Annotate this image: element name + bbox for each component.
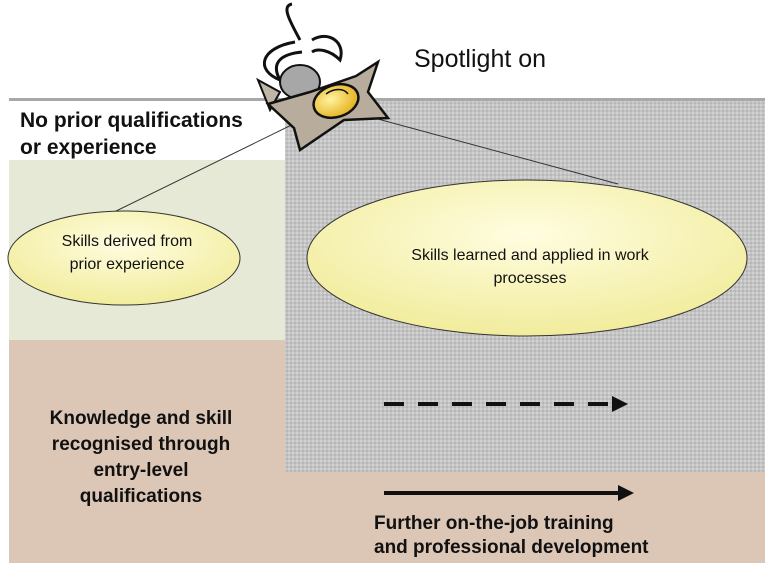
knowledge-line-1: Knowledge and skill [49, 408, 233, 429]
dashed-arrow-right-icon [384, 396, 628, 412]
large-ellipse-label: Skills learned and applied in work proce… [320, 244, 740, 290]
solid-arrow-right-icon [384, 485, 634, 501]
small-ellipse-line-1: Skills derived from [61, 233, 193, 250]
no-prior-line-1: No prior qualifications [20, 109, 243, 132]
small-ellipse-line-2: prior experience [69, 256, 185, 273]
knowledge-label: Knowledge and skill recognised through e… [12, 406, 270, 510]
large-ellipse [306, 179, 748, 337]
small-ellipse-label: Skills derived from prior experience [22, 230, 232, 276]
no-prior-label: No prior qualifications or experience [20, 107, 243, 161]
further-training-label: Further on-the-job training and professi… [374, 512, 649, 560]
beam-line-left [111, 111, 319, 214]
spotlight-icon [256, 2, 391, 153]
knowledge-line-4: qualifications [79, 486, 203, 507]
large-ellipse-line-2: processes [493, 270, 567, 287]
top-left-white-panel [9, 98, 285, 160]
top-gray-strip [9, 98, 765, 101]
beam-line-right [351, 111, 619, 185]
knowledge-line-3: entry-level [93, 460, 189, 481]
further-line-2: and professional development [374, 537, 649, 558]
small-ellipse [7, 210, 241, 306]
diagram-title: Spotlight on [414, 45, 547, 73]
no-prior-line-2: or experience [20, 136, 157, 159]
further-line-1: Further on-the-job training [374, 513, 614, 534]
knowledge-line-2: recognised through [51, 434, 231, 455]
large-ellipse-line-1: Skills learned and applied in work [411, 247, 649, 264]
